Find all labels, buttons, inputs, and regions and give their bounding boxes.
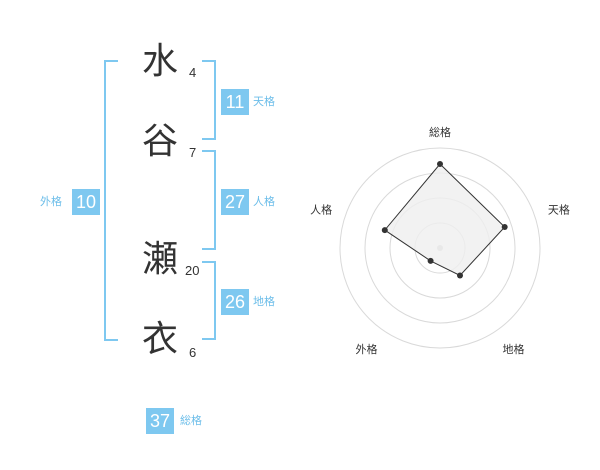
radar-point-5 xyxy=(381,227,388,234)
stroke-count-3: 20 xyxy=(185,263,200,278)
tenkaku-label: 天格 xyxy=(253,95,275,108)
radar-axis-label-2: 天格 xyxy=(548,202,570,216)
jinkaku-bracket xyxy=(202,150,216,250)
name-char-4: 衣 xyxy=(141,319,178,360)
name-char-2: 谷 xyxy=(141,121,178,162)
radar-axis-label-4: 外格 xyxy=(356,342,378,356)
stroke-count-4: 6 xyxy=(189,345,197,360)
soukaku-value-badge: 37 xyxy=(146,408,174,434)
radar-point-2 xyxy=(501,224,508,230)
stroke-count-1: 4 xyxy=(189,65,197,80)
gaikaku-value-badge: 10 xyxy=(72,189,100,215)
name-char-3: 瀬 xyxy=(141,239,178,280)
radar-ring-4 xyxy=(339,147,541,349)
radar-axis-label-5: 人格 xyxy=(310,202,332,216)
radar-axis-label-1: 総格 xyxy=(429,125,451,139)
radar-data-area xyxy=(384,163,506,277)
radar-axis-label-3: 地格 xyxy=(503,342,525,356)
radar-data-points xyxy=(381,161,508,279)
stroke-count-2: 7 xyxy=(189,145,197,160)
gaikaku-bracket xyxy=(104,60,118,341)
tenkaku-bracket xyxy=(202,60,216,140)
gaikaku-label: 外格 xyxy=(40,195,62,208)
soukaku-label: 総格 xyxy=(180,414,202,427)
jinkaku-value-badge: 27 xyxy=(221,189,249,215)
chikaku-label: 地格 xyxy=(253,295,275,308)
radar-point-1 xyxy=(437,161,443,167)
chikaku-value-badge: 26 xyxy=(221,289,249,315)
radar-point-4 xyxy=(427,257,434,264)
chikaku-bracket xyxy=(202,261,216,340)
jinkaku-label: 人格 xyxy=(253,195,275,208)
radar-polygon xyxy=(384,163,506,277)
radar-point-3 xyxy=(457,272,463,279)
tenkaku-value-badge: 11 xyxy=(221,89,249,115)
name-char-1: 水 xyxy=(141,41,178,82)
